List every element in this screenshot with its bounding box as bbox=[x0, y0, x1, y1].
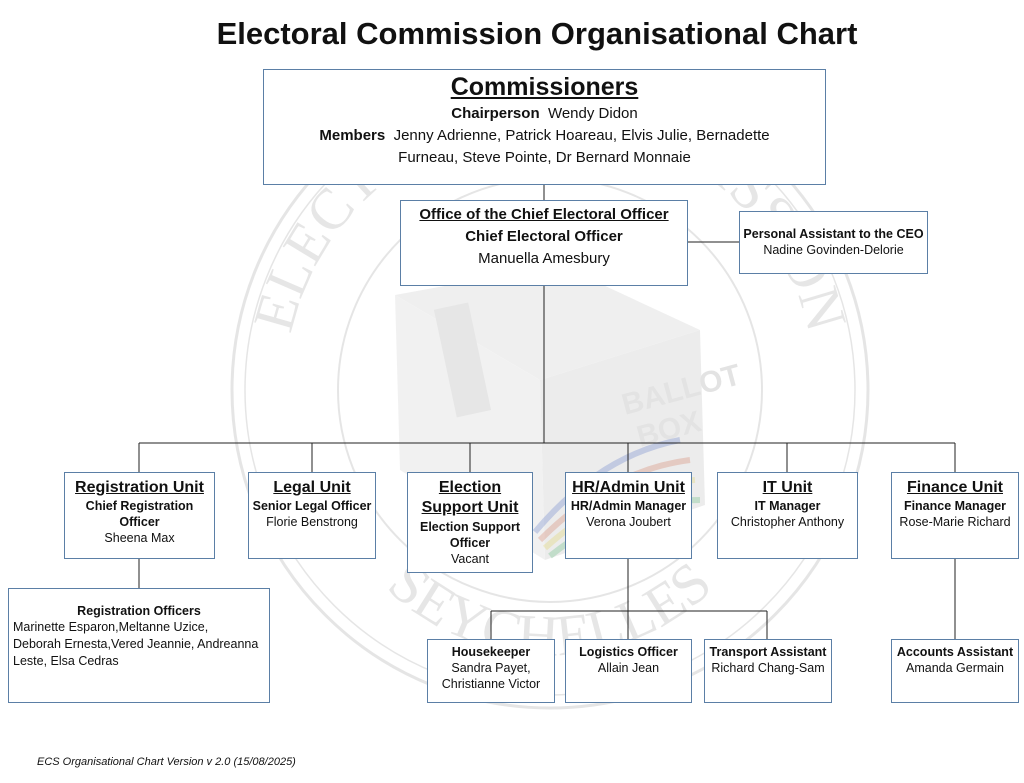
election-support-role-line1: Election Support bbox=[420, 519, 520, 534]
legal-unit-name: Florie Benstrong bbox=[266, 515, 358, 530]
logistics-officer-name: Allain Jean bbox=[597, 661, 660, 675]
finance-unit-name: Rose-Marie Richard bbox=[899, 515, 1011, 530]
registration-unit-name: Sheena Max bbox=[104, 531, 175, 546]
legal-unit-role: Senior Legal Officer bbox=[252, 499, 372, 514]
it-unit-box: IT Unit IT Manager Christopher Anthony bbox=[717, 472, 858, 559]
personal-assistant-role: Personal Assistant to the CEO bbox=[743, 227, 924, 241]
hr-admin-unit-name: Verona Joubert bbox=[586, 515, 671, 530]
chairperson-name: Wendy Didon bbox=[547, 105, 638, 122]
ceo-name: Manuella Amesbury bbox=[478, 250, 610, 267]
it-unit-heading: IT Unit bbox=[762, 479, 813, 496]
ceo-role: Chief Electoral Officer bbox=[465, 228, 623, 245]
housekeeper-role: Housekeeper bbox=[451, 645, 531, 659]
ceo-office-heading: Office of the Chief Electoral Officer bbox=[419, 206, 669, 223]
registration-unit-box: Registration Unit Chief Registration Off… bbox=[64, 472, 215, 559]
logistics-officer-role: Logistics Officer bbox=[579, 645, 678, 659]
registration-officers-names-line1: Marinette Esparon,Meltanne Uzice, bbox=[13, 620, 209, 634]
election-support-name: Vacant bbox=[451, 551, 489, 566]
registration-officers-box: Registration Officers Marinette Esparon,… bbox=[8, 588, 270, 703]
chairperson-label: Chairperson bbox=[451, 105, 540, 122]
version-footer: ECS Organisational Chart Version v 2.0 (… bbox=[37, 756, 296, 768]
page-title: Electoral Commission Organisational Char… bbox=[216, 16, 858, 51]
election-support-heading-line1: Election bbox=[438, 479, 502, 496]
legal-unit-heading: Legal Unit bbox=[273, 479, 351, 496]
personal-assistant-box: Personal Assistant to the CEO Nadine Gov… bbox=[739, 211, 928, 274]
registration-unit-role-line2: Officer bbox=[119, 515, 160, 530]
finance-unit-role: Finance Manager bbox=[903, 499, 1007, 514]
finance-unit-box: Finance Unit Finance Manager Rose-Marie … bbox=[891, 472, 1019, 559]
transport-assistant-name: Richard Chang-Sam bbox=[711, 661, 825, 675]
election-support-unit-box: Election Support Unit Election Support O… bbox=[407, 472, 533, 573]
accounts-assistant-role: Accounts Assistant bbox=[896, 645, 1014, 659]
finance-unit-heading: Finance Unit bbox=[906, 479, 1003, 496]
registration-officers-names-line3: Leste, Elsa Cedras bbox=[13, 654, 119, 668]
logistics-officer-box: Logistics Officer Allain Jean bbox=[565, 639, 692, 703]
it-unit-name: Christopher Anthony bbox=[730, 515, 845, 530]
transport-assistant-box: Transport Assistant Richard Chang-Sam bbox=[704, 639, 832, 703]
commissioners-box: Commissioners Chairperson Wendy Didon Me… bbox=[263, 69, 826, 185]
election-support-heading-line2: Support Unit bbox=[421, 499, 519, 517]
legal-unit-box: Legal Unit Senior Legal Officer Florie B… bbox=[248, 472, 376, 559]
housekeeper-box: Housekeeper Sandra Payet, Christianne Vi… bbox=[427, 639, 555, 703]
housekeeper-name-line1: Sandra Payet, bbox=[451, 661, 531, 675]
members-names-line2: Furneau, Steve Pointe, Dr Bernard Monnai… bbox=[398, 149, 691, 166]
transport-assistant-role: Transport Assistant bbox=[709, 645, 827, 659]
members-label: Members bbox=[319, 127, 386, 144]
registration-officers-names-line2: Deborah Ernesta,Vered Jeannie, Andreanna bbox=[13, 637, 259, 651]
accounts-assistant-name: Amanda Germain bbox=[906, 661, 1004, 675]
members-names-line1: Jenny Adrienne, Patrick Hoareau, Elvis J… bbox=[393, 127, 770, 144]
ceo-office-box: Office of the Chief Electoral Officer Ch… bbox=[400, 200, 688, 286]
hr-admin-unit-heading: HR/Admin Unit bbox=[572, 479, 685, 496]
registration-unit-heading: Registration Unit bbox=[75, 479, 204, 496]
personal-assistant-name: Nadine Govinden-Delorie bbox=[763, 243, 904, 257]
hr-admin-unit-box: HR/Admin Unit HR/Admin Manager Verona Jo… bbox=[565, 472, 692, 559]
election-support-role-line2: Officer bbox=[449, 535, 491, 550]
it-unit-role: IT Manager bbox=[754, 499, 821, 514]
hr-admin-unit-role: HR/Admin Manager bbox=[570, 499, 687, 514]
accounts-assistant-box: Accounts Assistant Amanda Germain bbox=[891, 639, 1019, 703]
housekeeper-name-line2: Christianne Victor bbox=[441, 677, 541, 691]
registration-unit-role-line1: Chief Registration bbox=[85, 499, 194, 514]
commissioners-heading: Commissioners bbox=[450, 73, 639, 101]
registration-officers-role: Registration Officers bbox=[77, 604, 201, 618]
